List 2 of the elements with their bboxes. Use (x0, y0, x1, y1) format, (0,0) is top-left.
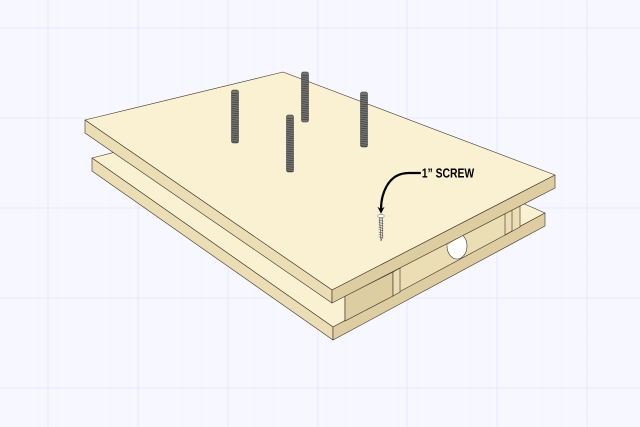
callout-label: 1” SCREW (422, 168, 474, 178)
screw-drawing (378, 214, 384, 242)
